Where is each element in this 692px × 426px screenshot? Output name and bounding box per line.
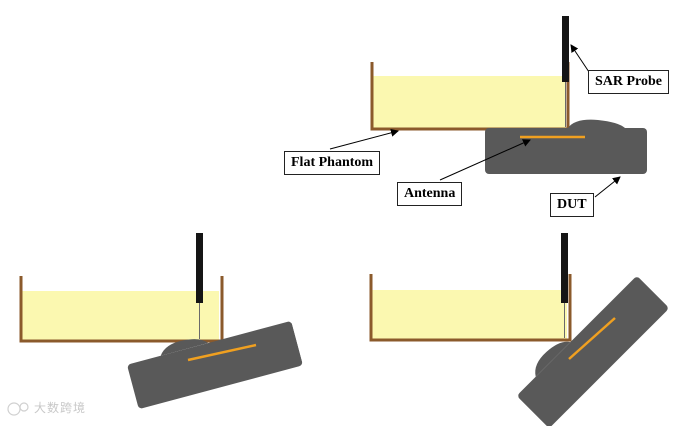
phantom-liquid [22, 291, 219, 340]
sar-probe [196, 233, 203, 303]
dut-device [127, 318, 313, 409]
phantom-tray [370, 62, 570, 131]
leader-flat-phantom [329, 128, 399, 150]
label-dut: DUT [550, 193, 594, 217]
label-antenna: Antenna [397, 182, 463, 206]
phantom-tray [369, 274, 572, 342]
phantom-liquid [372, 290, 567, 339]
scene-tilt-large [369, 233, 668, 426]
dut-device [518, 277, 668, 426]
scene-flat [329, 16, 647, 198]
leader-antenna [439, 139, 531, 181]
leader-dut [594, 176, 621, 198]
label-flat-phantom: Flat Phantom [284, 151, 381, 175]
sar-probe [561, 233, 568, 303]
antenna-trace [187, 343, 257, 362]
watermark-text: 大数跨境 [34, 401, 87, 415]
scene-tilt-small [19, 233, 313, 409]
label-sar-probe: SAR Probe [588, 70, 670, 94]
phantom-liquid [373, 76, 566, 128]
leader-sar-probe [570, 44, 590, 73]
antenna-trace [568, 317, 616, 360]
brand-logo-icon [7, 402, 29, 416]
phantom-tray [19, 276, 224, 343]
sar-probe [562, 16, 569, 82]
